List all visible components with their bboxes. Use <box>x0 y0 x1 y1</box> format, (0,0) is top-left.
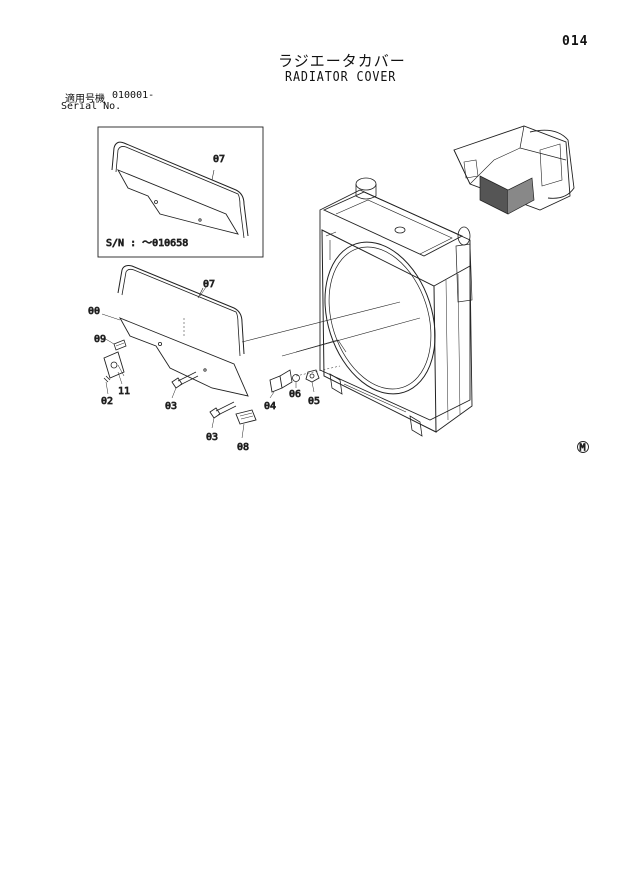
serial-label-english: Serial No. <box>61 101 122 112</box>
part-label-08: 08 <box>237 442 249 453</box>
part-label-09: 09 <box>94 334 106 345</box>
bracket-04 <box>269 369 293 393</box>
m-mark: M <box>577 441 589 454</box>
part-label-07: 07 <box>203 279 215 290</box>
seal-strip-07 <box>117 265 245 357</box>
serial-value: 010001- <box>112 90 155 101</box>
bolt-03-lower <box>209 401 237 419</box>
page-number: 014 <box>562 34 589 49</box>
title-japanese: ラジエータカバー <box>278 52 406 70</box>
radiator-assembly <box>295 177 473 437</box>
inset-box <box>97 126 264 258</box>
pad-08 <box>235 409 257 425</box>
part-label-05: 05 <box>308 396 320 407</box>
part-label-04: 04 <box>264 401 276 412</box>
part-label-00: 00 <box>88 306 100 317</box>
part-label-11: 11 <box>118 386 130 397</box>
inset-serial-note: S/N : ～010658 <box>106 238 188 249</box>
cover-plate-00 <box>118 317 249 397</box>
nut-05 <box>305 369 320 383</box>
machine-key-illustration <box>453 125 575 215</box>
title-english: RADIATOR COVER <box>285 70 397 85</box>
part-label-06: 06 <box>289 389 301 400</box>
serial-label-japanese: 適用号機 <box>65 94 105 105</box>
pad-09 <box>113 339 127 351</box>
part-label-02: 02 <box>101 396 113 407</box>
washer-06 <box>292 374 300 382</box>
part-label-03-lower: 03 <box>206 432 218 443</box>
inset-label-07: 07 <box>213 154 225 165</box>
part-label-03-upper: 03 <box>165 401 177 412</box>
bolt-03-upper <box>171 371 199 389</box>
plate-11 <box>103 351 125 379</box>
svg-text:M: M <box>580 443 586 454</box>
